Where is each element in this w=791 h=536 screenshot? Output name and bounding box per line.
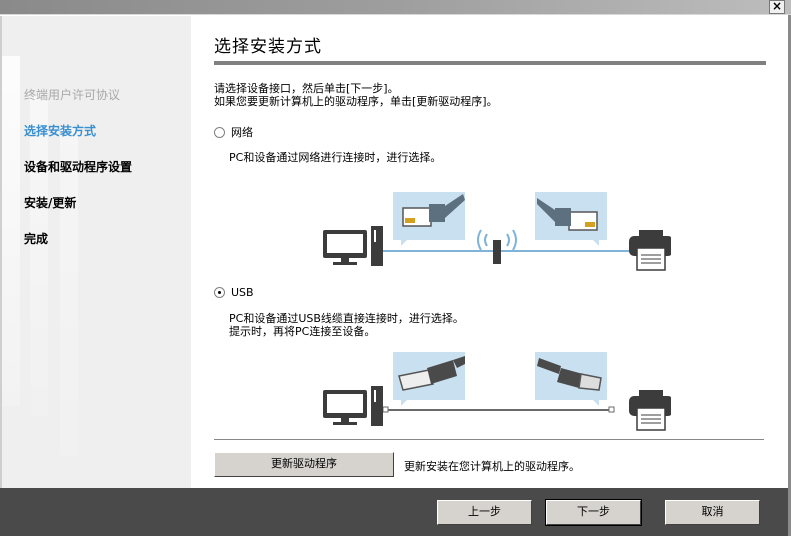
decoration — [60, 126, 78, 456]
intro-text: 请选择设备接口，然后单击[下一步]。 如果您要更新计算机上的驱动程序，单击[更新… — [214, 82, 498, 108]
close-icon: × — [771, 0, 783, 13]
ethernet-plug-icon — [537, 198, 598, 231]
back-button[interactable]: 上一步 — [437, 500, 532, 525]
window-border — [788, 15, 791, 536]
divider — [214, 439, 764, 440]
title-bar: × — [0, 0, 791, 15]
desc-line: 提示时，再将PC连接至设备。 — [229, 325, 376, 338]
decoration — [2, 56, 20, 406]
radio-label: 网络 — [231, 126, 253, 139]
desc-line: PC和设备通过网络进行连接时，进行选择。 — [229, 151, 442, 164]
sidebar-step-finish: 完成 — [24, 232, 49, 246]
sidebar: 终端用户许可协议 选择安装方式 设备和驱动程序设置 安装/更新 完成 — [0, 16, 191, 488]
radio-network[interactable]: 网络 — [214, 124, 253, 140]
sidebar-step-eula: 终端用户许可协议 — [24, 88, 121, 102]
printer-icon — [629, 230, 671, 271]
radio-circle[interactable] — [214, 126, 225, 138]
sidebar-step-install-type: 选择安装方式 — [24, 124, 97, 138]
intro-line: 请选择设备接口，然后单击[下一步]。 — [214, 82, 399, 95]
next-button[interactable]: 下一步 — [545, 499, 642, 526]
computer-icon — [323, 386, 383, 426]
printer-icon — [629, 390, 671, 431]
usb-desc: PC和设备通过USB线缆直接连接时，进行选择。 提示时，再将PC连接至设备。 — [229, 312, 464, 338]
ethernet-plug-icon — [402, 194, 465, 227]
radio-usb[interactable]: USB — [214, 286, 254, 299]
usb-b-plug-icon — [537, 358, 602, 391]
desc-line: PC和设备通过USB线缆直接连接时，进行选择。 — [229, 312, 464, 325]
sidebar-step-install-update: 安装/更新 — [24, 196, 77, 210]
page-title: 选择安装方式 — [214, 37, 322, 57]
title-divider — [214, 61, 766, 65]
update-driver-desc: 更新安装在您计算机上的驱动程序。 — [404, 460, 580, 473]
radio-label: USB — [231, 286, 254, 299]
main-panel: 选择安装方式 请选择设备接口，然后单击[下一步]。 如果您要更新计算机上的驱动程… — [191, 16, 788, 488]
close-button[interactable]: × — [769, 0, 785, 14]
intro-line: 如果您要更新计算机上的驱动程序，单击[更新驱动程序]。 — [214, 95, 498, 108]
usb-a-plug-icon — [398, 356, 465, 391]
network-diagram — [323, 192, 671, 271]
computer-icon — [323, 226, 383, 266]
decoration — [30, 96, 48, 416]
network-desc: PC和设备通过网络进行连接时，进行选择。 — [229, 151, 441, 164]
router-icon — [477, 229, 517, 264]
cancel-button[interactable]: 取消 — [665, 500, 760, 525]
usb-diagram — [323, 352, 671, 431]
update-driver-button[interactable]: 更新驱动程序 — [214, 452, 394, 477]
footer-bar: 上一步 下一步 取消 — [0, 488, 788, 536]
radio-circle[interactable] — [214, 287, 225, 298]
sidebar-step-device-settings: 设备和驱动程序设置 — [24, 160, 133, 174]
